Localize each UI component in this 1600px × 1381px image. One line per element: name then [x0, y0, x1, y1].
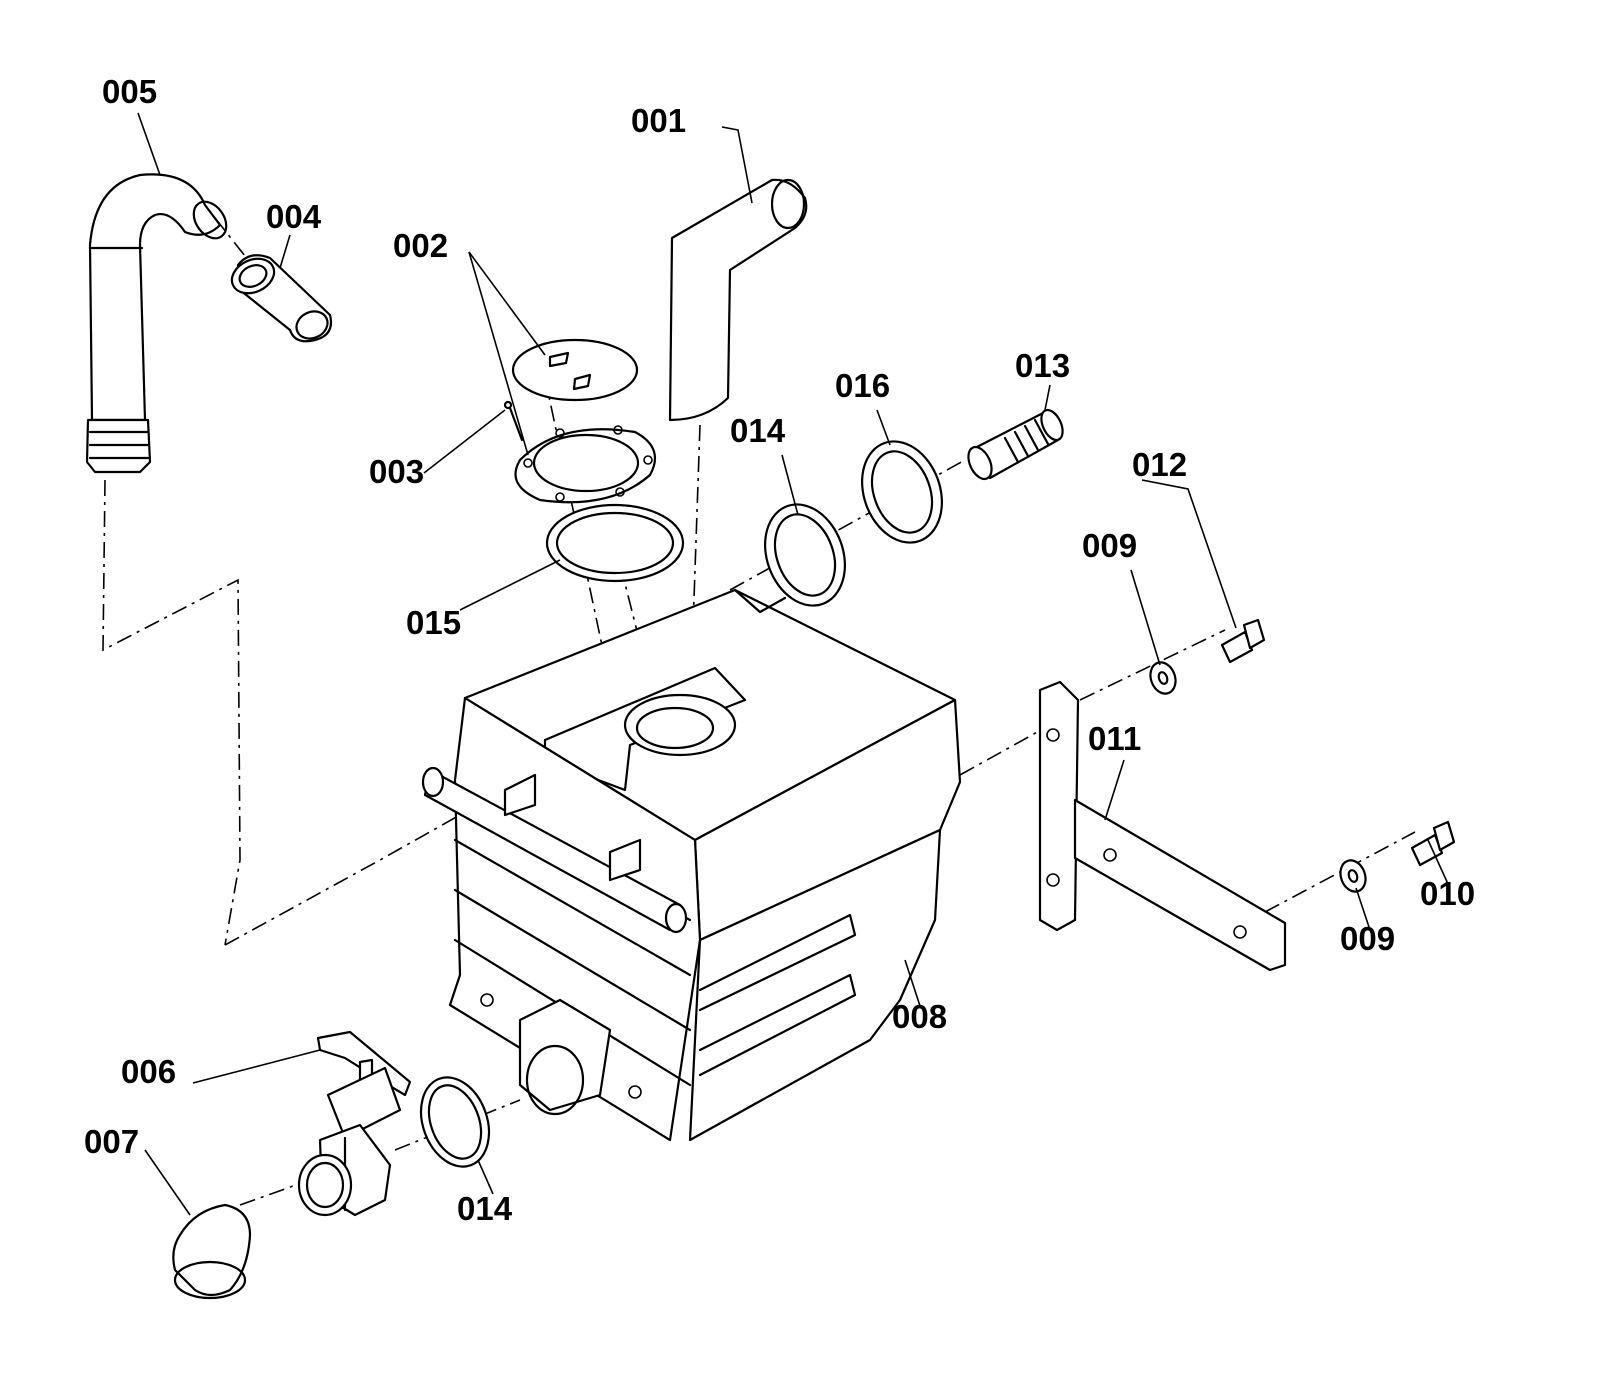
- elbow-007: [172, 1203, 252, 1300]
- label-005: 005: [102, 73, 157, 110]
- o-ring-014-upper: [764, 503, 846, 607]
- bolt-012: [1220, 618, 1266, 664]
- label-014-lower: 014: [457, 1190, 513, 1227]
- o-ring-016: [861, 440, 943, 544]
- label-012: 012: [1132, 446, 1187, 483]
- label-013: 013: [1015, 347, 1070, 384]
- fill-pipe-001: [668, 178, 808, 422]
- washer-009-lower: [1339, 859, 1367, 893]
- bracket-011: [1038, 680, 1287, 972]
- label-010: 010: [1420, 875, 1475, 912]
- washer-009-upper: [1149, 661, 1177, 695]
- threaded-nipple: [297, 1153, 353, 1217]
- fitting-013: [967, 408, 1064, 481]
- label-006: 006: [121, 1053, 176, 1090]
- label-014-upper: 014: [730, 412, 786, 449]
- label-004: 004: [266, 198, 322, 235]
- label-016: 016: [835, 367, 890, 404]
- o-ring-014-lower: [419, 1076, 491, 1168]
- label-007: 007: [84, 1123, 139, 1160]
- screw-003: [503, 400, 524, 442]
- label-011: 011: [1088, 720, 1141, 757]
- label-001: 001: [631, 102, 686, 139]
- label-009-upper: 009: [1082, 527, 1137, 564]
- hose-005: [85, 173, 228, 474]
- label-015: 015: [406, 604, 461, 641]
- label-009-lower: 009: [1340, 920, 1395, 957]
- flange-ring-002: [514, 425, 657, 504]
- tank-body-008: [421, 588, 962, 1142]
- leader-lines: [137, 112, 1449, 1216]
- hose-fitting-004: [230, 254, 333, 343]
- part-labels: 005 004 001 002 003 015 014 016 013 012 …: [84, 73, 1475, 1227]
- label-008: 008: [892, 998, 947, 1035]
- label-002: 002: [393, 227, 448, 264]
- bolt-010: [1410, 820, 1456, 867]
- cap-plate-002: [511, 338, 639, 402]
- label-003: 003: [369, 453, 424, 490]
- gasket-015: [545, 503, 685, 583]
